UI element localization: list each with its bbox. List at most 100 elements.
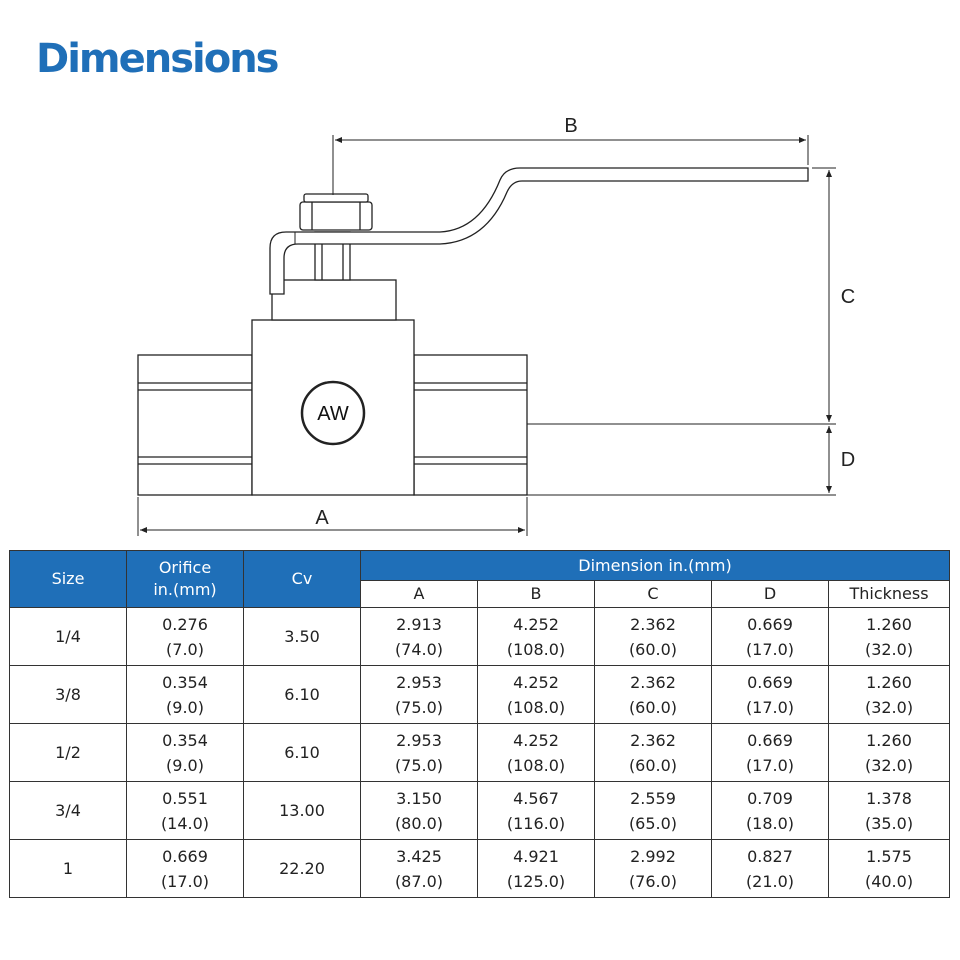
header-size: Size — [9, 550, 127, 608]
cell-dim-b-mm: (108.0) — [506, 697, 566, 717]
cell-dim-a-mm: (75.0) — [394, 697, 444, 717]
cell-dim-d-inches: 0.827 — [747, 846, 793, 866]
cell-orifice-inches: 0.354 — [162, 730, 208, 750]
cell-dim-d: 0.669 (17.0) — [711, 665, 829, 724]
cell-size: 3/4 — [9, 781, 127, 840]
cell-dim-c-mm: (60.0) — [628, 639, 678, 659]
cell-orifice-mm: (14.0) — [160, 813, 210, 833]
cell-dim-c: 2.559 (65.0) — [594, 781, 712, 840]
cell-thickness: 1.260(32.0) — [827, 665, 951, 724]
cell-orifice-inches: 0.276 — [162, 614, 208, 634]
valve-body — [137, 167, 809, 496]
cell-dim-b: 4.252(108.0) — [477, 665, 595, 724]
stem-nut — [299, 201, 373, 231]
cell-cv: 22.20 — [243, 839, 361, 898]
cell-dim-c-mm: (60.0) — [628, 755, 678, 775]
cell-thickness-mm: (32.0) — [864, 639, 914, 659]
header-orifice: Orifice in.(mm) — [126, 550, 244, 608]
cell-orifice-mm: (9.0) — [166, 697, 204, 717]
cell-orifice-mm: (17.0) — [160, 871, 210, 891]
cell-dim-d: 0.669 (17.0) — [711, 607, 829, 666]
cell-dim-a-inches: 2.953 — [396, 672, 442, 692]
cell-thickness-mm: (40.0) — [864, 871, 914, 891]
cell-dim-b-inches: 4.252 — [513, 614, 559, 634]
cell-dim-a: 2.953 (75.0) — [360, 665, 478, 724]
cell-thickness-inches: 1.575 — [866, 846, 912, 866]
cell-thickness: 1.260 (32.0) — [827, 723, 951, 782]
cell-dim-b: 4.921 (125.0) — [477, 839, 595, 898]
cell-orifice-inches: 0.354 — [162, 672, 208, 692]
cell-dim-b-mm: (125.0) — [506, 871, 566, 891]
cell-dim-c-mm: (76.0) — [628, 871, 678, 891]
dimension-d — [527, 426, 836, 496]
cell-thickness-inches: 1.260 — [866, 730, 912, 750]
table-header: Size Orifice in.(mm) Cv Dimension in.(mm… — [9, 550, 951, 609]
header-orifice-line1: Orifice — [158, 558, 212, 577]
cell-orifice-mm: (9.0) — [166, 755, 204, 775]
header-cv: Cv — [243, 550, 361, 608]
cell-dim-d-mm: (18.0) — [745, 813, 795, 833]
page-title: Dimensions — [36, 36, 279, 82]
header-thickness: Thickness — [827, 579, 951, 609]
cell-thickness-mm: (32.0) — [864, 755, 914, 775]
cell-dim-b: 4.252 (108.0) — [477, 723, 595, 782]
header-d: D — [711, 579, 829, 609]
cell-dim-d-mm: (21.0) — [745, 871, 795, 891]
cell-thickness-inches: 1.260 — [866, 672, 912, 692]
cell-dim-a: 3.425(87.0) — [360, 839, 478, 898]
cell-dim-a: 2.913(74.0) — [360, 607, 478, 666]
cell-dim-d-inches: 0.709 — [747, 788, 793, 808]
cell-dim-b-inches: 4.252 — [513, 730, 559, 750]
cell-dim-c-inches: 2.362 — [630, 672, 676, 692]
dimensions-table: Size Orifice in.(mm) Cv Dimension in.(mm… — [9, 550, 951, 898]
cell-dim-d: 0.669(17.0) — [711, 723, 829, 782]
logo-text: AW — [317, 403, 349, 425]
header-dimension-group: Dimension in.(mm) — [359, 550, 951, 581]
dimension-a — [137, 497, 528, 536]
cell-size: 1/4 — [9, 607, 127, 666]
cell-dim-c: 2.362(60.0) — [594, 607, 712, 666]
cell-dim-c: 2.362(60.0) — [594, 665, 712, 724]
pipe-left — [137, 354, 253, 496]
cell-dim-a-inches: 3.425 — [396, 846, 442, 866]
dimension-label-c: C — [841, 286, 855, 308]
cell-dim-c-inches: 2.559 — [630, 788, 676, 808]
cell-thickness: 1.575 (40.0) — [827, 839, 951, 898]
pipe-right — [413, 354, 528, 496]
cell-dim-b-inches: 4.921 — [513, 846, 559, 866]
cell-dim-a-mm: (80.0) — [394, 813, 444, 833]
cell-orifice-inches: 0.669 — [162, 846, 208, 866]
cell-thickness-mm: (35.0) — [864, 813, 914, 833]
cell-dim-c-inches: 2.992 — [630, 846, 676, 866]
header-b: B — [477, 579, 595, 609]
cell-orifice: 0.551 (14.0) — [126, 781, 244, 840]
cell-orifice: 0.669 (17.0) — [126, 839, 244, 898]
cell-dim-a: 3.150(80.0) — [360, 781, 478, 840]
cell-orifice-inches: 0.551 — [162, 788, 208, 808]
dimension-b — [332, 135, 809, 195]
header-c: C — [594, 579, 712, 609]
cell-cv: 3.50 — [243, 607, 361, 666]
cell-dim-b: 4.567(116.0) — [477, 781, 595, 840]
cell-cv: 6.10 — [243, 723, 361, 782]
dimension-label-d: D — [841, 449, 855, 471]
cell-dim-d-inches: 0.669 — [747, 730, 793, 750]
cell-dim-d-inches: 0.669 — [747, 614, 793, 634]
cell-orifice: 0.354 (9.0) — [126, 665, 244, 724]
handle — [269, 167, 809, 295]
cell-dim-b-mm: (108.0) — [506, 755, 566, 775]
cell-dim-d-inches: 0.669 — [747, 672, 793, 692]
cell-dim-a: 2.953 (75.0) — [360, 723, 478, 782]
cell-dim-b-mm: (116.0) — [506, 813, 566, 833]
cell-dim-d-mm: (17.0) — [745, 639, 795, 659]
cell-dim-c-mm: (65.0) — [628, 813, 678, 833]
header-orifice-line2: in.(mm) — [153, 580, 217, 599]
cell-size: 3/8 — [9, 665, 127, 724]
cell-dim-c: 2.992 (76.0) — [594, 839, 712, 898]
cell-dim-d-mm: (17.0) — [745, 697, 795, 717]
cell-dim-a-mm: (75.0) — [394, 755, 444, 775]
cell-dim-a-inches: 2.953 — [396, 730, 442, 750]
